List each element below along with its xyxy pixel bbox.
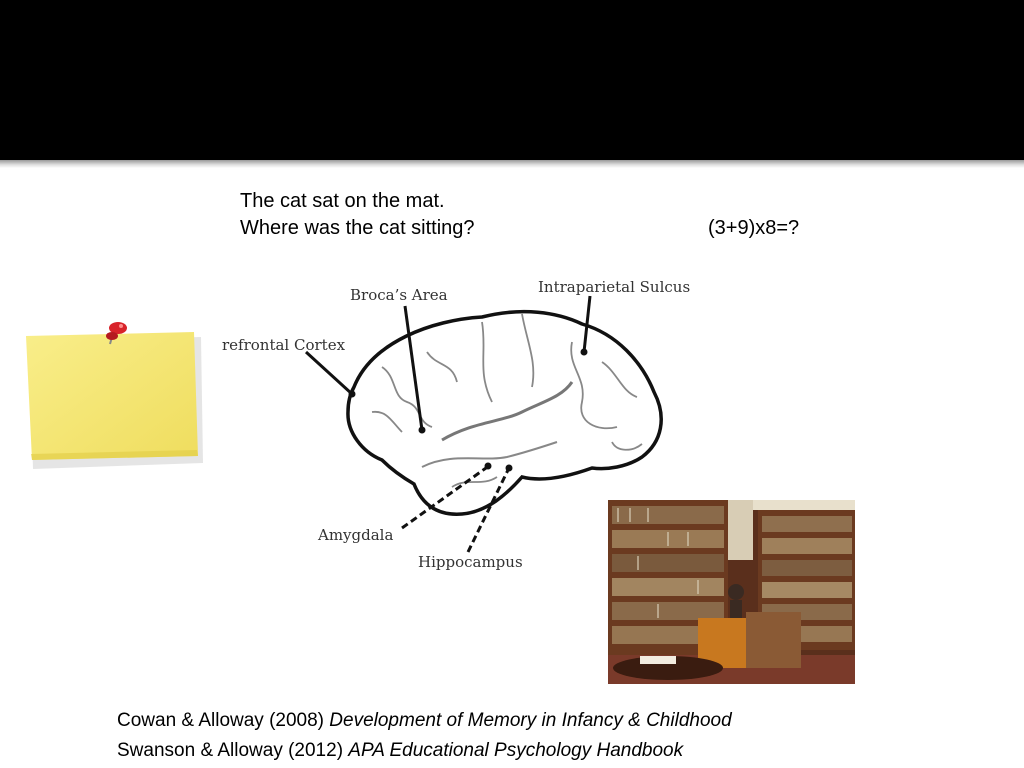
library-image: [608, 500, 855, 684]
reference-authors: Cowan & Alloway (2008): [117, 710, 330, 731]
bookshelf-left: [608, 500, 728, 660]
label-amygdala: Amygdala: [317, 526, 393, 544]
brain-diagram: Broca’s Area Intraparietal Sulcus refron…: [222, 272, 700, 580]
reference-2: Swanson & Alloway (2012) APA Educational…: [117, 736, 732, 766]
sentence-line: The cat sat on the mat.: [240, 190, 445, 212]
sticky-note-image: [0, 310, 225, 480]
references: Cowan & Alloway (2008) Development of Me…: [117, 706, 732, 766]
label-intraparietal-sulcus: Intraparietal Sulcus: [538, 278, 690, 296]
bust: [728, 584, 744, 600]
title-bar: [0, 0, 1024, 160]
reference-title: APA Educational Psychology Handbook: [348, 740, 684, 761]
label-brocas-area: Broca’s Area: [350, 286, 448, 304]
title-divider: [0, 160, 1024, 168]
note-paper: [26, 332, 198, 460]
label-hippocampus: Hippocampus: [418, 553, 523, 571]
reference-authors: Swanson & Alloway (2012): [117, 740, 349, 761]
brain-outline: [346, 309, 663, 516]
label-prefrontal-cortex: refrontal Cortex: [222, 336, 346, 354]
reference-1: Cowan & Alloway (2008) Development of Me…: [117, 706, 732, 736]
reference-title: Development of Memory in Infancy & Child…: [329, 710, 732, 731]
pushpin-icon: [106, 322, 127, 345]
question-line: Where was the cat sitting?: [240, 217, 475, 239]
sentence-question: The cat sat on the mat. Where was the ca…: [240, 188, 475, 242]
math-question: (3+9)x8=?: [708, 217, 800, 239]
